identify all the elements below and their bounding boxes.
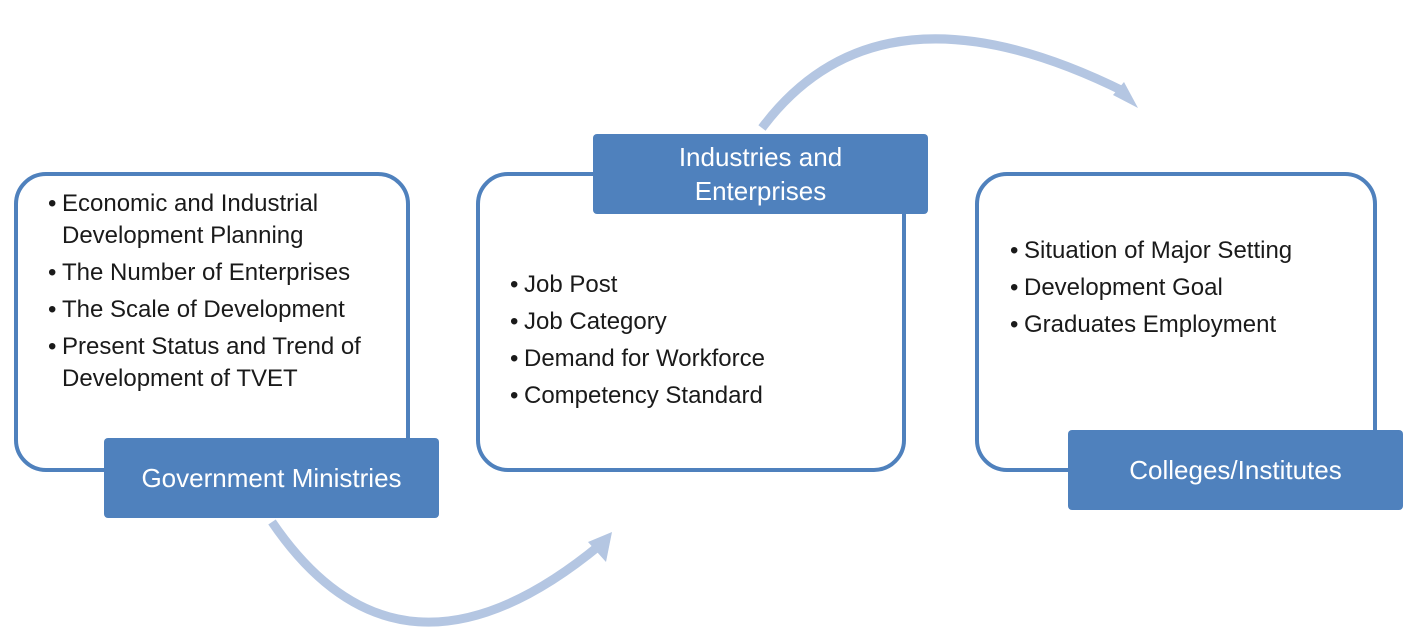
list-item: Development Goal: [1010, 272, 1370, 304]
list-item: The Number of Enterprises: [48, 257, 404, 289]
list-item: Graduates Employment: [1010, 309, 1370, 341]
government-ministries-label: Government Ministries: [104, 438, 439, 518]
arrowhead-industries-to-colleges: [1113, 82, 1138, 108]
arrow-industries-to-colleges: [758, 34, 1128, 131]
list-item: Job Post: [510, 269, 890, 301]
list-item: Job Category: [510, 306, 890, 338]
list-item: Situation of Major Setting: [1010, 235, 1370, 267]
arrowhead-government-to-industries: [588, 532, 612, 562]
government-ministries-list: Economic and Industrial Development Plan…: [48, 188, 404, 400]
list-item: Competency Standard: [510, 380, 890, 412]
list-item: Economic and Industrial Development Plan…: [48, 188, 404, 252]
list-item: The Scale of Development: [48, 294, 404, 326]
arrow-government-to-industries: [268, 519, 603, 627]
industries-enterprises-list: Job Post Job Category Demand for Workfor…: [510, 269, 890, 417]
industries-enterprises-label: Industries and Enterprises: [593, 134, 928, 214]
list-item: Present Status and Trend of Development …: [48, 331, 404, 395]
colleges-institutes-label: Colleges/Institutes: [1068, 430, 1403, 510]
list-item: Demand for Workforce: [510, 343, 890, 375]
colleges-institutes-list: Situation of Major Setting Development G…: [1010, 235, 1370, 346]
